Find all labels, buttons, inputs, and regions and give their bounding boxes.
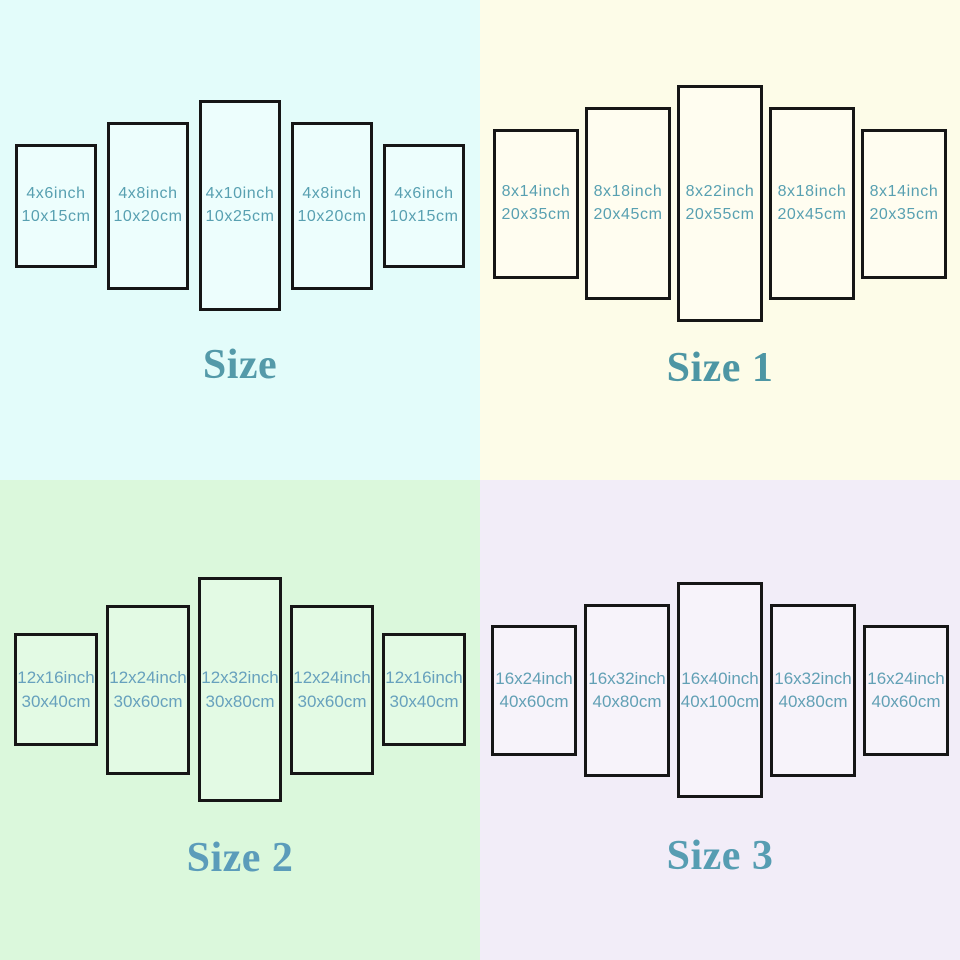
panel-inch-label: 12x24inch bbox=[293, 668, 371, 688]
panel-cm-label: 40x60cm bbox=[871, 692, 941, 711]
panel-cm-label: 30x60cm bbox=[297, 691, 367, 711]
panel-cm-label: 20x45cm bbox=[777, 205, 847, 223]
panel-inch-label: 12x16inch bbox=[385, 668, 463, 688]
quadrant-size: 4x6inch 10x15cm 4x8inch 10x20cm 4x10inch… bbox=[0, 0, 480, 480]
panel-row: 16x24inch 40x60cm 16x32inch 40x80cm 16x4… bbox=[488, 582, 953, 798]
panel-inch-label: 4x6inch bbox=[26, 185, 86, 203]
panel-cm-label: 10x15cm bbox=[21, 207, 91, 225]
panel-cm-label: 40x60cm bbox=[499, 692, 569, 711]
panel-inch-label: 16x40inch bbox=[681, 668, 759, 688]
panel-cm-label: 10x15cm bbox=[389, 207, 459, 225]
panel-inch-label: 16x24inch bbox=[867, 668, 945, 688]
panel-cm-label: 40x100cm bbox=[680, 692, 760, 711]
canvas-panel: 16x32inch 40x80cm bbox=[584, 603, 670, 777]
panel-cm-label: 20x35cm bbox=[869, 205, 939, 223]
canvas-panel: 8x14inch 20x35cm bbox=[861, 128, 947, 279]
panel-cm-label: 10x20cm bbox=[113, 207, 183, 225]
quadrant-size-2: 12x16inch 30x40cm 12x24inch 30x60cm 12x3… bbox=[0, 480, 480, 960]
canvas-panel: 8x18inch 20x45cm bbox=[769, 107, 855, 300]
panel-inch-label: 4x10inch bbox=[205, 185, 275, 203]
quadrant-size-1: 8x14inch 20x35cm 8x18inch 20x45cm 8x22in… bbox=[480, 0, 960, 480]
panel-cm-label: 20x35cm bbox=[501, 205, 571, 223]
canvas-panel: 8x22inch 20x55cm bbox=[677, 85, 763, 322]
panel-inch-label: 16x32inch bbox=[774, 668, 852, 688]
panel-cm-label: 30x40cm bbox=[21, 691, 91, 711]
canvas-panel: 8x18inch 20x45cm bbox=[585, 107, 671, 300]
panel-inch-label: 4x8inch bbox=[118, 185, 178, 203]
panel-inch-label: 12x24inch bbox=[109, 668, 187, 688]
panel-row: 8x14inch 20x35cm 8x18inch 20x45cm 8x22in… bbox=[490, 85, 950, 322]
panel-inch-label: 8x14inch bbox=[869, 183, 939, 201]
size-group-title: Size bbox=[202, 342, 278, 388]
canvas-panel: 4x8inch 10x20cm bbox=[107, 121, 189, 290]
panel-inch-label: 8x18inch bbox=[593, 183, 663, 201]
panel-inch-label: 12x16inch bbox=[17, 668, 95, 688]
canvas-panel: 12x32inch 30x80cm bbox=[198, 577, 282, 802]
quadrant-size-3: 16x24inch 40x60cm 16x32inch 40x80cm 16x4… bbox=[480, 480, 960, 960]
panel-cm-label: 20x45cm bbox=[593, 205, 663, 223]
panel-cm-label: 30x40cm bbox=[389, 691, 459, 711]
panel-cm-label: 30x60cm bbox=[113, 691, 183, 711]
panel-inch-label: 4x8inch bbox=[302, 185, 362, 203]
canvas-panel: 12x16inch 30x40cm bbox=[382, 633, 466, 746]
canvas-panel: 4x6inch 10x15cm bbox=[15, 143, 97, 268]
panel-cm-label: 10x20cm bbox=[297, 207, 367, 225]
canvas-panel: 16x24inch 40x60cm bbox=[491, 624, 577, 756]
panel-cm-label: 40x80cm bbox=[778, 692, 848, 711]
panel-row: 12x16inch 30x40cm 12x24inch 30x60cm 12x3… bbox=[10, 577, 470, 802]
panel-cm-label: 40x80cm bbox=[592, 692, 662, 711]
canvas-panel: 16x24inch 40x60cm bbox=[863, 624, 949, 756]
panel-cm-label: 10x25cm bbox=[205, 207, 275, 225]
canvas-panel: 12x24inch 30x60cm bbox=[290, 604, 374, 775]
canvas-panel: 4x10inch 10x25cm bbox=[199, 100, 281, 311]
panel-inch-label: 16x24inch bbox=[495, 668, 573, 688]
panel-row: 4x6inch 10x15cm 4x8inch 10x20cm 4x10inch… bbox=[10, 100, 470, 311]
canvas-panel: 16x40inch 40x100cm bbox=[677, 582, 763, 798]
panel-inch-label: 16x32inch bbox=[588, 668, 666, 688]
canvas-panel: 12x16inch 30x40cm bbox=[14, 633, 98, 746]
panel-inch-label: 8x22inch bbox=[685, 183, 755, 201]
size-group-title: Size 1 bbox=[666, 345, 774, 391]
panel-inch-label: 8x18inch bbox=[777, 183, 847, 201]
panel-inch-label: 8x14inch bbox=[501, 183, 571, 201]
panel-inch-label: 12x32inch bbox=[201, 668, 279, 688]
canvas-panel: 12x24inch 30x60cm bbox=[106, 604, 190, 775]
canvas-panel: 4x8inch 10x20cm bbox=[291, 121, 373, 290]
size-group-title: Size 2 bbox=[186, 835, 294, 881]
canvas-panel: 4x6inch 10x15cm bbox=[383, 143, 465, 268]
panel-cm-label: 20x55cm bbox=[685, 205, 755, 223]
panel-cm-label: 30x80cm bbox=[205, 691, 275, 711]
size-group-title: Size 3 bbox=[666, 833, 774, 879]
panel-inch-label: 4x6inch bbox=[394, 185, 454, 203]
canvas-panel: 16x32inch 40x80cm bbox=[770, 603, 856, 777]
canvas-panel: 8x14inch 20x35cm bbox=[493, 128, 579, 279]
